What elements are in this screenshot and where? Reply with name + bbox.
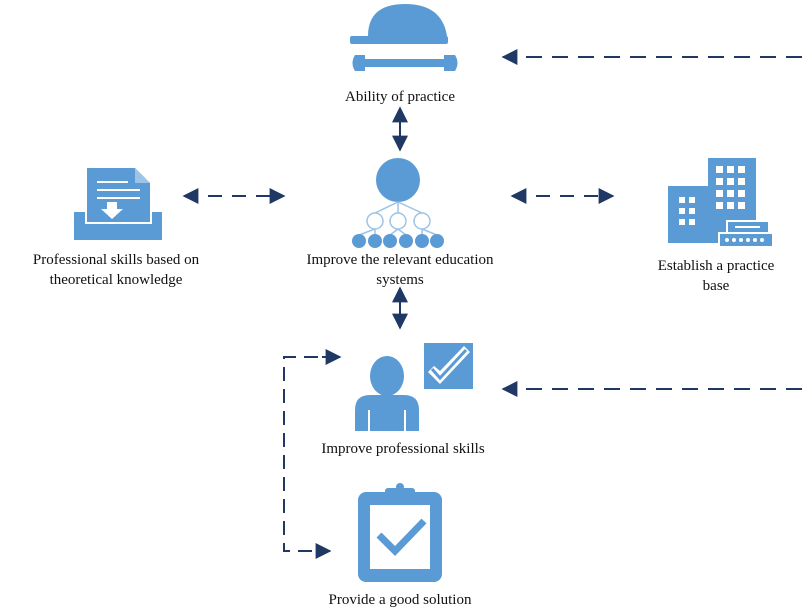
clipboard-check-icon [358,483,442,582]
label-education-systems-line2: systems [376,272,424,288]
label-professional-theory-line2: theoretical knowledge [49,272,183,288]
label-education-systems: Improve the relevant education systems [270,250,530,290]
person-check-icon [355,343,473,431]
label-education-systems-line1: Improve the relevant education [306,252,494,268]
label-practice-base-line1: Establish a practice [657,258,775,274]
hardhat-wrench-icon [350,4,458,71]
label-ability-of-practice: Ability of practice [345,89,455,105]
label-professional-skills: Improve professional skills [321,441,485,457]
document-tray-icon [74,168,162,240]
label-practice-base-line2: base [702,278,730,294]
org-hierarchy-icon [352,158,444,248]
label-professional-theory-line1: Professional skills based on [32,252,200,268]
label-professional-theory: Professional skills based on theoretical… [0,250,232,290]
connector-arrows [182,49,802,559]
label-good-solution: Provide a good solution [328,592,472,608]
label-practice-base: Establish a practice base [630,256,802,296]
loop-connector [283,356,340,552]
office-buildings-icon [668,158,774,248]
